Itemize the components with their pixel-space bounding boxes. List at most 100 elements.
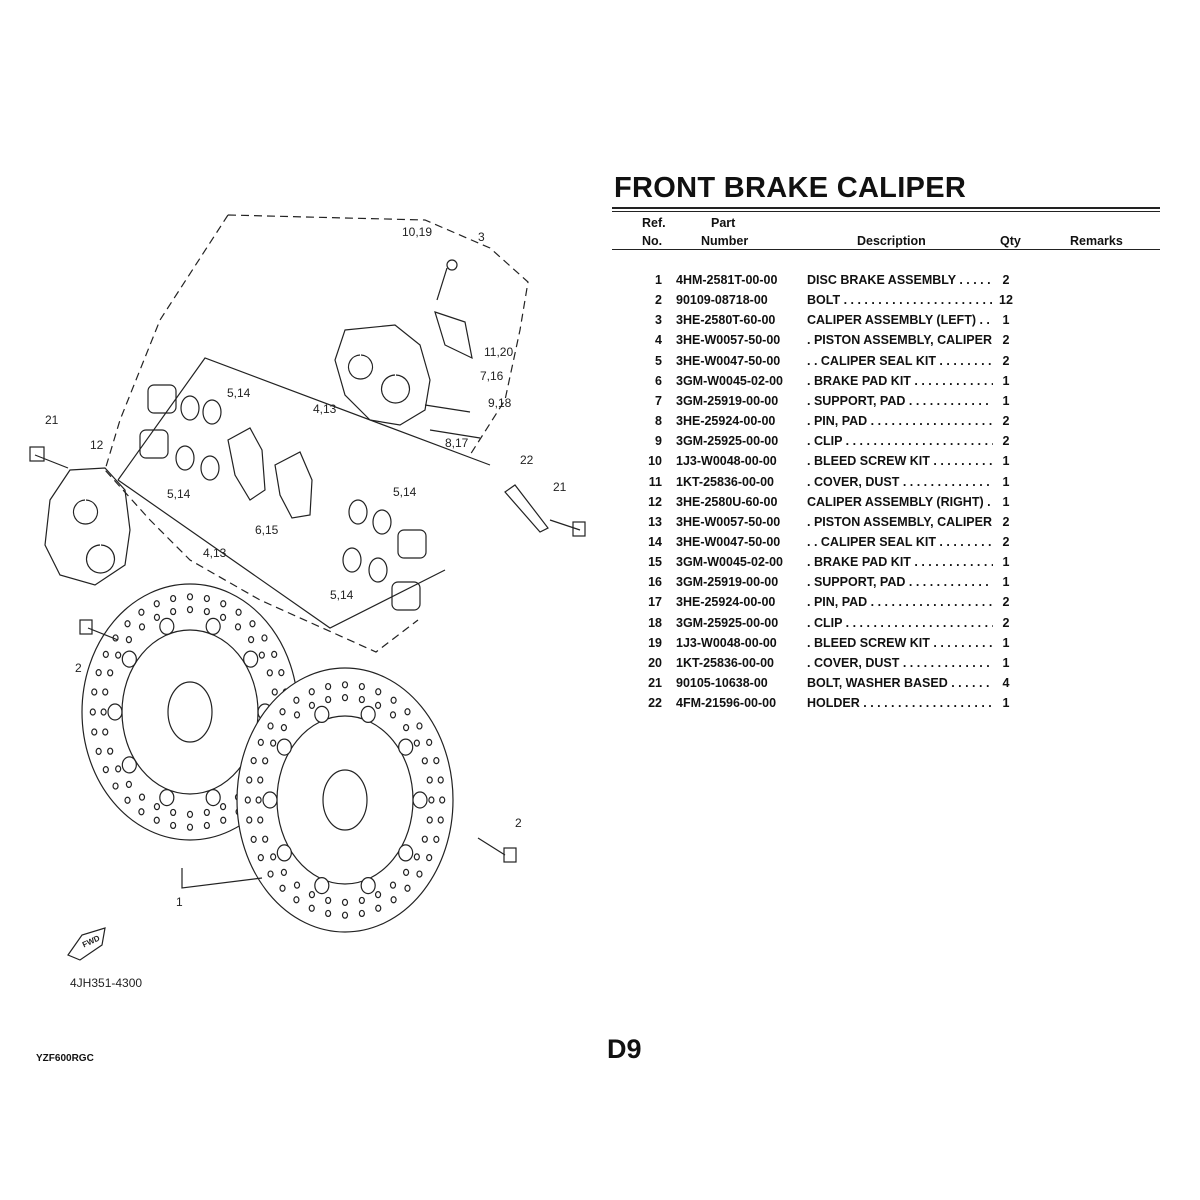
- caliper-3-shape: [334, 324, 431, 426]
- disc-hole: [91, 688, 98, 696]
- ref-no: 1: [655, 273, 662, 287]
- description: . SUPPORT, PAD . . . . . . . . . . . . .…: [807, 575, 993, 590]
- disc-hole: [124, 796, 131, 804]
- disc-hole: [426, 816, 433, 824]
- disc-hole: [91, 728, 98, 736]
- part-number: 90105-10638-00: [676, 676, 768, 690]
- callout-label: 6,15: [255, 523, 279, 537]
- part-number: 90109-08718-00: [676, 293, 768, 308]
- disc-hole: [89, 708, 96, 716]
- description: . PISTON ASSEMBLY, CALIPER: [807, 333, 992, 348]
- disc-button: [243, 650, 259, 668]
- disc-hole: [153, 803, 161, 811]
- disc-hole: [102, 728, 109, 736]
- callout-label: 7,16: [480, 369, 504, 383]
- disc-hole: [186, 823, 194, 831]
- part-number: 1KT-25836-00-00: [676, 474, 774, 489]
- disc-hole: [203, 808, 210, 817]
- disc-hole: [421, 835, 428, 843]
- callout-label: 2: [515, 816, 522, 830]
- description: DISC BRAKE ASSEMBLY . . . . . . . . . . …: [807, 273, 993, 287]
- callout-label: 5,14: [167, 487, 191, 501]
- ref-no: 16: [648, 575, 662, 590]
- callout-label: 10,19: [402, 225, 433, 239]
- disc-hole: [124, 620, 131, 628]
- header-qty: Qty: [1000, 234, 1021, 248]
- disc-hole: [102, 650, 109, 659]
- description: . CLIP . . . . . . . . . . . . . . . . .…: [807, 434, 993, 449]
- callout-label: 5,14: [227, 386, 251, 400]
- quantity: 1: [1002, 555, 1010, 570]
- disc-hole: [426, 853, 433, 862]
- disc-hole: [293, 881, 301, 889]
- caliper-12-group-outline: [104, 214, 419, 653]
- description: . COVER, DUST . . . . . . . . . . . . . …: [807, 655, 993, 670]
- disc-hole: [153, 613, 161, 621]
- description: . . CALIPER SEAL KIT . . . . . . . . . .…: [807, 534, 993, 549]
- quantity: 1: [1002, 313, 1010, 328]
- holder-22: [504, 484, 549, 533]
- disc-hole: [325, 682, 332, 691]
- description: BOLT, WASHER BASED . . . . . . . . . . .…: [807, 676, 993, 690]
- part-number: 3HE-2580T-60-00: [676, 313, 776, 328]
- header-ref-1: Ref.: [642, 216, 666, 230]
- disc-button: [276, 844, 292, 862]
- brake-disc-right: [236, 667, 454, 933]
- description: . . CALIPER SEAL KIT . . . . . . . . . .…: [807, 353, 993, 368]
- disc-hole: [153, 816, 160, 824]
- disc-hole: [402, 723, 410, 732]
- ref-no: 2: [655, 293, 662, 308]
- ref-no: 18: [648, 615, 662, 630]
- quantity: 2: [1002, 414, 1010, 429]
- disc-hole: [278, 668, 285, 677]
- disc-hole: [267, 722, 274, 730]
- callout-label: 22: [520, 453, 534, 467]
- part-number: 3GM-W0045-02-00: [676, 373, 783, 388]
- disc-hole: [138, 608, 145, 616]
- disc-hole: [374, 891, 382, 899]
- disc-hole: [267, 870, 274, 878]
- quantity: 1: [1002, 635, 1010, 650]
- callout-label: 4,13: [313, 402, 337, 416]
- disc-button: [360, 705, 376, 724]
- disc-button: [121, 650, 137, 668]
- part-number: 3HE-W0047-50-00: [676, 534, 781, 549]
- disc-hole: [262, 757, 269, 765]
- disc-hole: [374, 701, 382, 709]
- disc-hole: [325, 896, 332, 905]
- quantity: 4: [1002, 676, 1010, 690]
- header-ref-2: No.: [642, 234, 663, 248]
- disc-hole: [358, 909, 365, 918]
- disc-hole: [203, 594, 210, 603]
- disc-hole: [247, 635, 255, 644]
- disc-hole: [186, 810, 194, 819]
- disc-hole: [257, 738, 264, 747]
- disc-hole: [270, 739, 277, 747]
- callout-label: 5,14: [330, 588, 354, 602]
- disc-hole: [308, 701, 316, 709]
- header-rule: [612, 249, 1160, 250]
- callout-label: 21: [553, 480, 567, 494]
- disc-hole: [421, 757, 428, 765]
- disc-hole: [115, 765, 122, 773]
- disc-hole: [250, 756, 257, 765]
- ref-no: 13: [648, 514, 662, 529]
- ref-no: 5: [655, 353, 662, 368]
- description: BOLT . . . . . . . . . . . . . . . . . .…: [807, 293, 993, 308]
- disc-hole: [112, 634, 119, 642]
- disc-button: [398, 738, 414, 756]
- ref-no: 12: [648, 494, 662, 509]
- description: . COVER, DUST . . . . . . . . . . . . . …: [807, 474, 993, 489]
- description: . BLEED SCREW KIT . . . . . . . . . . . …: [807, 635, 993, 650]
- caliper-3-group-outline: [227, 214, 529, 456]
- quantity: 1: [1002, 696, 1010, 711]
- disc-button: [121, 756, 137, 774]
- ref-no: 21: [648, 676, 662, 690]
- ref-no: 4: [655, 333, 662, 348]
- disc-hole: [170, 808, 177, 817]
- part-number: 3GM-25925-00-00: [676, 434, 779, 449]
- caliper-12-shape: [44, 467, 131, 586]
- disc-hole: [138, 793, 146, 801]
- disc-hole: [170, 594, 177, 603]
- description: . SUPPORT, PAD . . . . . . . . . . . . .…: [807, 393, 993, 408]
